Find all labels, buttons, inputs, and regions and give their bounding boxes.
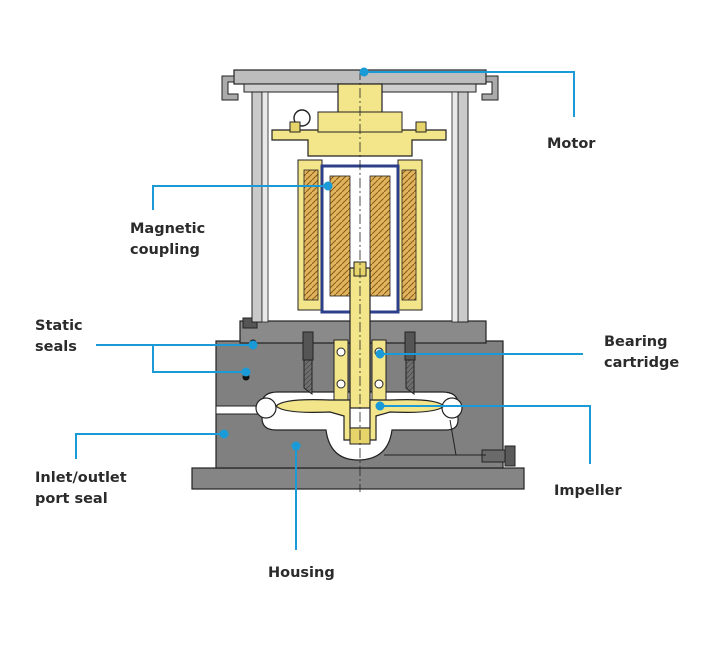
leader-lines: [75, 71, 591, 550]
yellow-components: [271, 70, 447, 492]
inlet-port: [215, 405, 263, 415]
leader-static-seals: [96, 344, 253, 373]
label-magnetic-coupling-line1: Magnetic: [130, 221, 205, 237]
coupling-flange: [271, 129, 447, 157]
label-static-seals-line2: seals: [35, 339, 77, 355]
label-bearing-cartridge-line2: cartridge: [604, 355, 679, 371]
containment-can: [320, 164, 400, 314]
label-inlet-outlet-port-seal-line1: Inlet/outlet: [35, 470, 127, 486]
label-housing: Housing: [268, 565, 335, 581]
leader-dots: [219, 67, 385, 451]
label-motor: Motor: [547, 136, 596, 152]
label-inlet-outlet-port-seal-line2: port seal: [35, 491, 108, 507]
label-magnetic-coupling-line2: coupling: [130, 242, 200, 258]
label-static-seals-line1: Static: [35, 318, 83, 334]
leader-magnetic-coupling: [152, 185, 328, 210]
leader-motor: [364, 71, 575, 117]
leader-impeller: [380, 405, 591, 464]
housing-base-plate: [191, 467, 525, 490]
label-bearing-cartridge-line1: Bearing: [604, 334, 668, 350]
label-impeller: Impeller: [554, 483, 622, 499]
leader-inlet-outlet-port-seal: [75, 433, 224, 459]
